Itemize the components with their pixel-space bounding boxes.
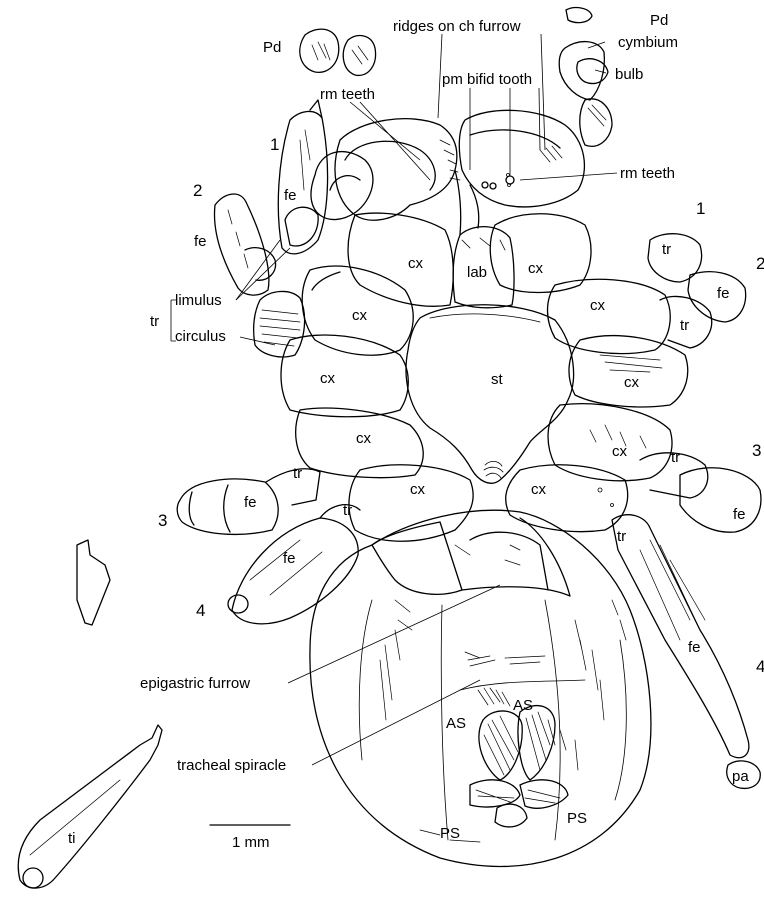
label-leg-2-left: 2	[193, 181, 202, 200]
label-fe-right-2: fe	[733, 506, 746, 523]
pedipalp-fragment-1	[300, 29, 339, 72]
label-tr-3: tr	[293, 465, 302, 482]
label-cx-6: cx	[624, 374, 640, 391]
label-st: st	[491, 371, 504, 388]
label-cx-4: cx	[590, 297, 606, 314]
label-cx-3: cx	[352, 307, 368, 324]
label-ridges: ridges on ch furrow	[393, 18, 521, 35]
label-pd-right: Pd	[650, 12, 668, 29]
label-tr-2: tr	[680, 317, 689, 334]
label-scale: 1 mm	[232, 834, 270, 851]
femur-left-1	[278, 111, 327, 253]
label-pm-bifid-tooth: pm bifid tooth	[442, 71, 532, 88]
label-leg-3-left: 3	[158, 511, 167, 530]
label-rm-teeth-right: rm teeth	[620, 165, 675, 182]
tibia-left	[18, 725, 162, 888]
coxa-right-4	[548, 404, 672, 481]
label-fe-right-3: fe	[688, 639, 701, 656]
label-tr-5: tr	[343, 502, 352, 519]
label-tr-4: tr	[671, 449, 680, 466]
leader-lines	[171, 34, 617, 765]
label-leg-2-right: 2	[756, 254, 764, 273]
label-bulb: bulb	[615, 66, 643, 83]
label-fe-2: fe	[194, 233, 207, 250]
pedipalp-fragment-2	[343, 36, 375, 76]
label-fe-1: fe	[284, 187, 297, 204]
tibia-right-4	[612, 515, 749, 758]
label-ps-1: PS	[440, 825, 460, 842]
label-cx-1: cx	[408, 255, 424, 272]
label-leg-3-right: 3	[752, 441, 761, 460]
label-cx-5: cx	[320, 370, 336, 387]
label-cx-8: cx	[612, 443, 628, 460]
label-as-1: AS	[446, 715, 466, 732]
label-leg-4-left: 4	[196, 601, 205, 620]
label-fe-right-1: fe	[717, 285, 730, 302]
label-ti: ti	[68, 830, 76, 847]
trochanter-right-1	[648, 234, 702, 282]
chelicera-right	[459, 110, 584, 207]
label-tr-group: tr	[150, 313, 159, 330]
label-as-2: AS	[513, 697, 533, 714]
label-cx-2: cx	[528, 260, 544, 277]
abdomen	[310, 510, 651, 866]
label-cx-7: cx	[356, 430, 372, 447]
coxa-right-3	[569, 336, 688, 407]
coxa-left-1	[348, 213, 453, 306]
label-ps-2: PS	[567, 810, 587, 827]
label-circulus: circulus	[175, 328, 226, 345]
prosoma	[18, 8, 761, 889]
label-cymbium: cymbium	[618, 34, 678, 51]
chelicera-left	[335, 119, 457, 221]
femur-right-3	[680, 468, 761, 532]
label-lab: lab	[467, 264, 487, 281]
coxa-right-2	[548, 279, 671, 353]
label-tr-6: tr	[617, 528, 626, 545]
label-pa: pa	[732, 768, 749, 785]
label-rm-teeth-left: rm teeth	[320, 86, 375, 103]
label-tr-1: tr	[662, 241, 671, 258]
fragment-left	[77, 540, 110, 625]
label-leg-4-right: 4	[756, 657, 764, 676]
coxa-right-5	[506, 465, 628, 532]
label-limulus: limulus	[175, 292, 222, 309]
label-pd-left: Pd	[263, 39, 281, 56]
sternum	[406, 305, 574, 484]
label-tracheal-spiracle: tracheal spiracle	[177, 757, 286, 774]
label-leg-1-right: 1	[696, 199, 705, 218]
label-cx-10: cx	[531, 481, 547, 498]
label-epigastric-furrow: epigastric furrow	[140, 675, 250, 692]
label-fe-4: fe	[283, 550, 296, 567]
label-leg-1-left: 1	[270, 135, 279, 154]
label-fe-3: fe	[244, 494, 257, 511]
coxa-left-3	[281, 335, 408, 417]
spinnerets	[470, 706, 568, 827]
label-cx-9: cx	[410, 481, 426, 498]
